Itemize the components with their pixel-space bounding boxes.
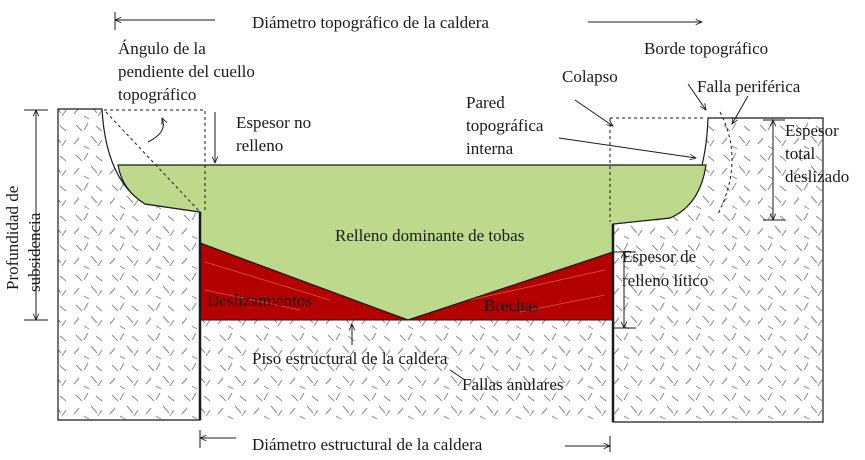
- label-angulo-3: topográfico: [118, 85, 196, 104]
- label-diametro-topografico: Diámetro topográfico de la caldera: [252, 13, 489, 32]
- label-diametro-estructural: Diámetro estructural de la caldera: [252, 435, 483, 454]
- label-deslizamientos: Deslizamientos: [207, 291, 312, 310]
- label-espesor-total-1: Espesor: [785, 121, 839, 140]
- label-espesor-total-3: deslizado: [785, 167, 849, 186]
- breccia-texture: [204, 261, 606, 313]
- label-espesor-no-2: relleno: [236, 136, 283, 155]
- dimension-arrows: [24, 12, 785, 452]
- right-rock-block: [612, 117, 824, 423]
- pre-collapse-outline: [104, 109, 733, 222]
- caldera-floor-rock: [200, 320, 613, 422]
- label-pared-3: interna: [466, 139, 514, 158]
- left-rock-block: [57, 108, 201, 421]
- label-angulo-1: Ángulo de la: [118, 39, 206, 58]
- label-colapso: Colapso: [562, 67, 618, 86]
- leader-arrows: [147, 83, 749, 381]
- label-profundidad-2: subsidencia: [25, 212, 44, 292]
- label-borde-topografico: Borde topográfico: [644, 39, 768, 58]
- label-espesor-litico-2: relleno lítico: [622, 271, 708, 290]
- label-espesor-no-1: Espesor no: [236, 113, 311, 132]
- label-piso-estructural: Piso estructural de la caldera: [252, 349, 448, 368]
- label-relleno-tobas: Relleno dominante de tobas: [335, 226, 524, 245]
- label-fallas-anulares: Fallas anulares: [462, 375, 564, 394]
- label-pared-2: topográfica: [466, 116, 544, 135]
- label-profundidad-1: Profundidad de: [3, 186, 22, 290]
- label-brechas: Brechas: [484, 296, 539, 315]
- label-falla-periferica: Falla periférica: [697, 77, 801, 96]
- label-pared-1: Pared: [466, 93, 505, 112]
- label-espesor-litico-1: Espesor de: [622, 247, 696, 266]
- label-angulo-2: pendiente del cuello: [118, 62, 255, 81]
- label-espesor-total-2: total: [785, 144, 815, 163]
